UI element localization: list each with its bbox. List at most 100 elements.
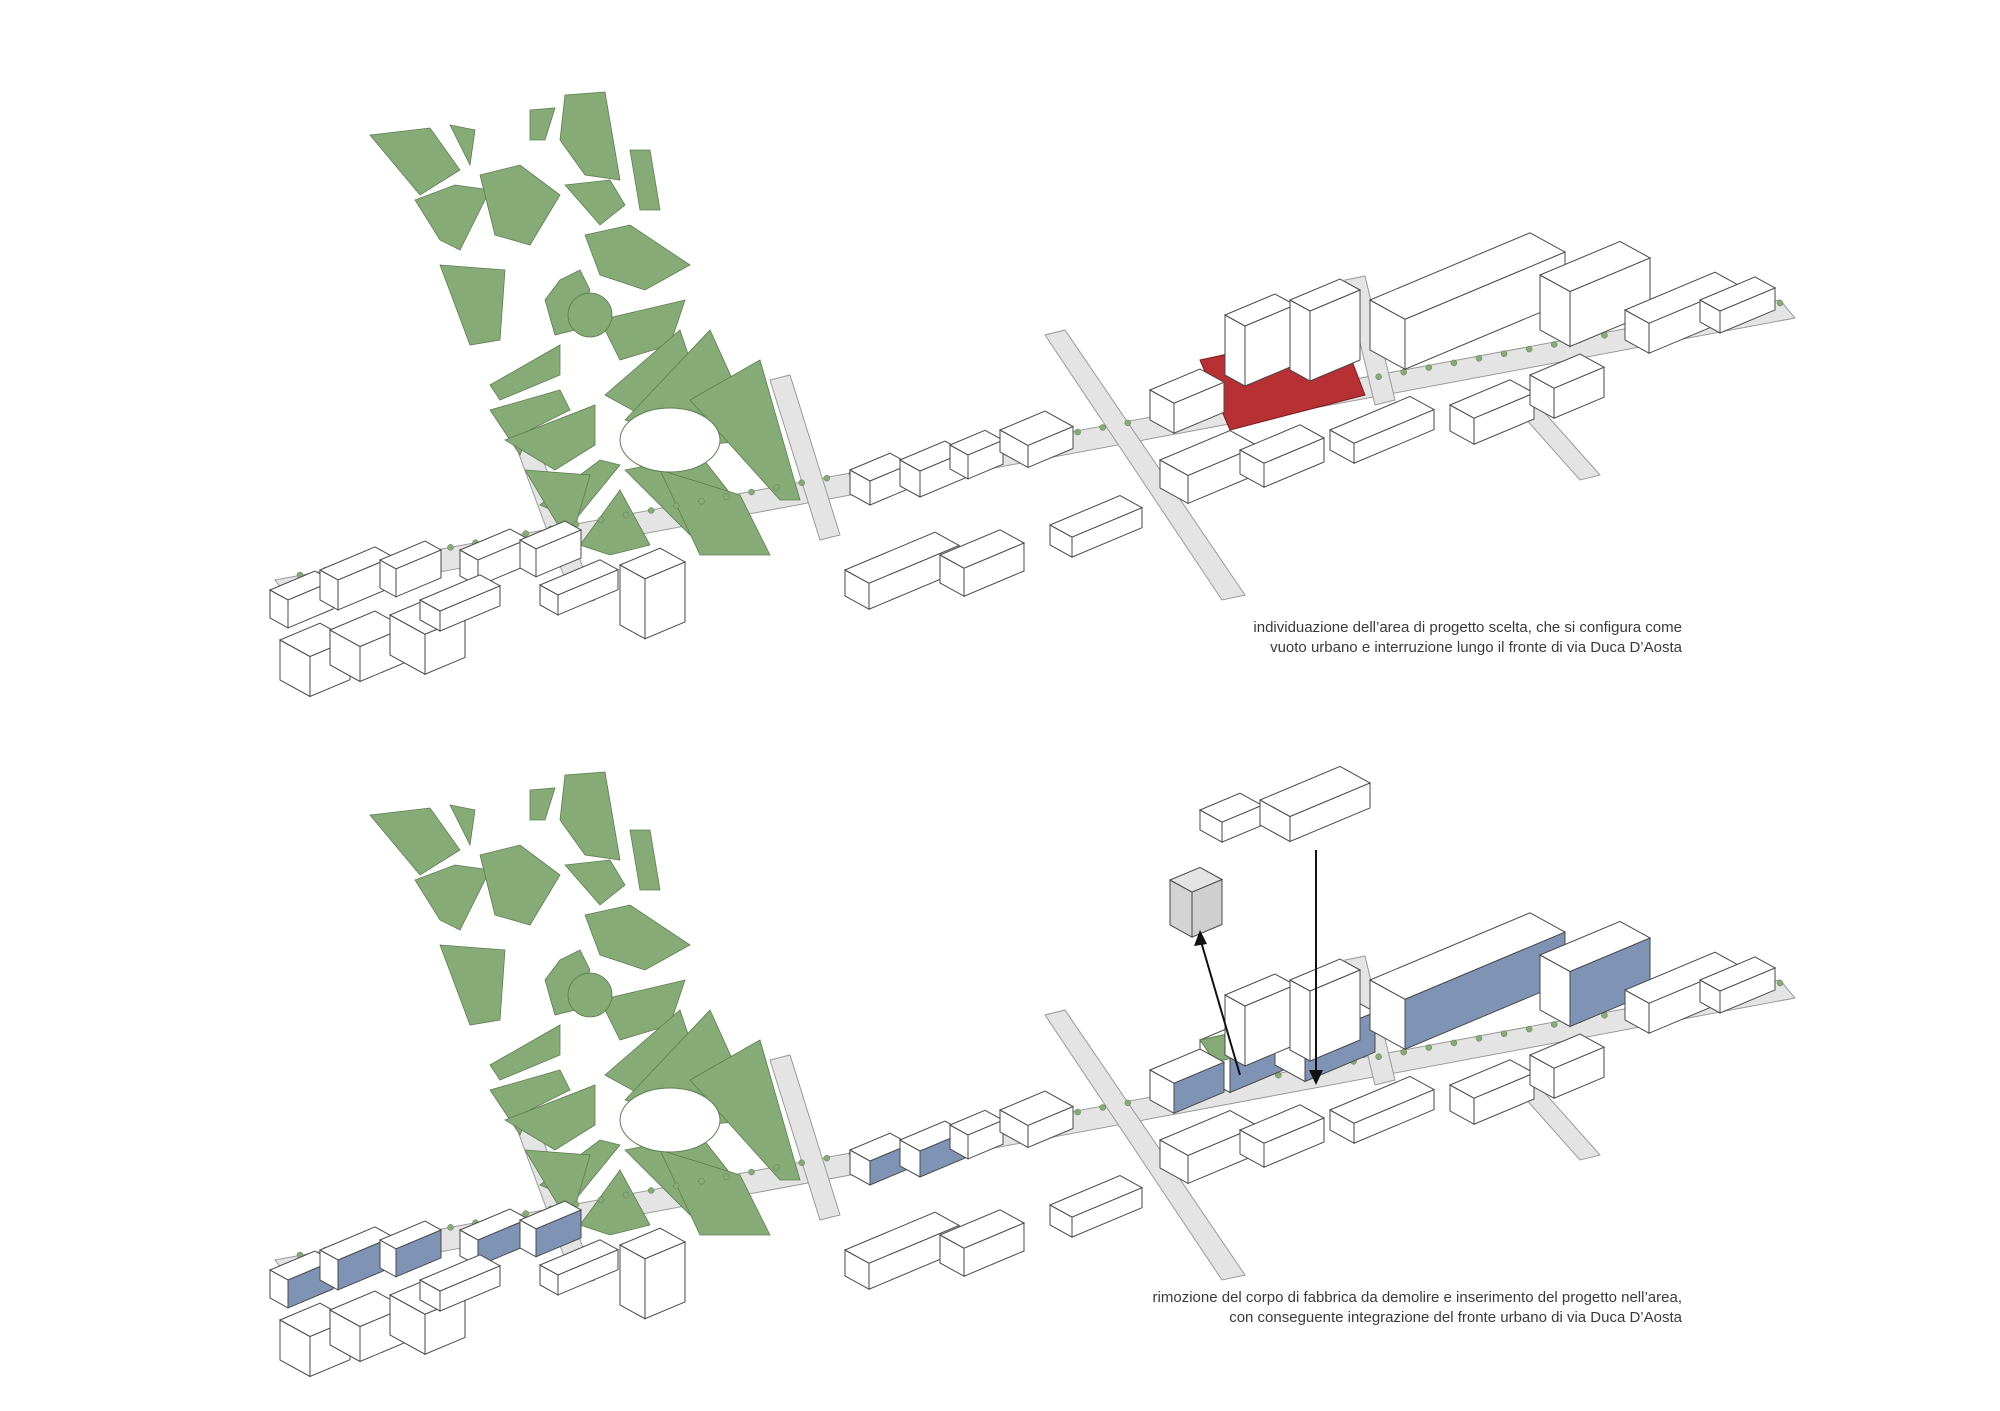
tree-icon — [773, 484, 780, 491]
inserted-block — [1198, 792, 1264, 843]
building — [1448, 379, 1536, 446]
park-roundabout — [619, 1087, 721, 1153]
tree-icon — [1074, 1108, 1081, 1116]
park-parcel — [504, 404, 596, 471]
caption-top: individuazione dell’area di progetto sce… — [782, 618, 1682, 658]
tree-icon — [1500, 350, 1508, 357]
building — [843, 1211, 961, 1291]
building-roof — [418, 574, 502, 612]
cross-street-park-east — [769, 374, 841, 541]
park-parcel — [629, 149, 661, 211]
building-roof — [1368, 232, 1567, 320]
building — [1368, 912, 1567, 1051]
building-side — [1224, 314, 1246, 387]
tree-icon — [1500, 1030, 1508, 1037]
park-parcel — [414, 864, 491, 931]
tree-icon — [1099, 424, 1106, 431]
tree-icon — [673, 1182, 680, 1190]
tree-icon — [748, 488, 755, 496]
building-roof — [1538, 920, 1652, 973]
building — [1328, 395, 1436, 465]
building — [1528, 353, 1606, 420]
building-roof — [1328, 395, 1436, 444]
building-roof — [1148, 368, 1226, 404]
building-roof — [1238, 1104, 1326, 1144]
tree-icon — [1124, 1099, 1132, 1107]
building — [378, 540, 443, 598]
building-roof — [1048, 1175, 1144, 1218]
building-roof — [1238, 424, 1326, 464]
panel-bottom — [268, 765, 1796, 1378]
tree-icon — [447, 1224, 454, 1231]
tree-icon — [1450, 359, 1458, 367]
park-parcel — [579, 1169, 651, 1236]
tree-icon — [1776, 979, 1784, 987]
tree-icon — [1074, 428, 1081, 436]
building-roof — [1328, 1075, 1436, 1124]
park-fountain-plot — [567, 292, 613, 338]
park-parcel — [559, 771, 621, 861]
tree-icon — [647, 1187, 655, 1194]
building-roof — [418, 1254, 502, 1292]
tree-icon — [698, 497, 705, 505]
park-parcel — [439, 944, 506, 1026]
tree-icon — [823, 1154, 831, 1162]
tree-icon — [723, 493, 730, 500]
building — [418, 574, 502, 632]
building-roof — [538, 1239, 620, 1276]
cross-street-center — [1044, 1009, 1246, 1281]
tree-icon — [1525, 345, 1533, 353]
building-roof — [1528, 353, 1606, 389]
park-parcel — [369, 127, 461, 196]
building-roof — [1288, 958, 1362, 992]
arrow-head-icon — [1194, 930, 1207, 946]
building — [938, 1209, 1026, 1278]
park-parcel — [579, 489, 651, 556]
tree-icon — [1550, 341, 1558, 348]
building-side — [1289, 299, 1311, 382]
tree-icon — [673, 502, 680, 510]
building — [1288, 958, 1362, 1062]
building-roof — [938, 1209, 1026, 1249]
inserted-block — [1258, 765, 1372, 843]
building — [1148, 1048, 1226, 1115]
building — [1048, 495, 1144, 558]
building — [1148, 368, 1226, 435]
building — [518, 520, 583, 578]
tree-icon — [1400, 1048, 1407, 1056]
building-roof — [1528, 1033, 1606, 1069]
building-roof — [1698, 956, 1777, 992]
caption-bottom-line-1: rimozione del corpo di fabbrica da demol… — [1152, 1289, 1682, 1306]
tree-icon — [622, 511, 630, 519]
building — [538, 1239, 620, 1296]
park-parcel — [659, 469, 771, 556]
building — [1328, 1075, 1436, 1145]
park — [369, 771, 801, 1236]
building — [1238, 424, 1326, 489]
building-roof — [538, 559, 620, 596]
building-roof — [618, 547, 687, 580]
tree-icon — [1124, 419, 1132, 427]
tree-icon — [723, 1173, 730, 1180]
caption-top-line-1: individuazione dell’area di progetto sce… — [1253, 619, 1682, 636]
building — [618, 547, 687, 640]
building — [318, 1226, 395, 1291]
tree-icon — [522, 1210, 530, 1217]
tree-icon — [773, 1164, 780, 1171]
tree-icon — [1375, 373, 1382, 381]
park-fountain-plot — [567, 972, 613, 1018]
building-roof — [998, 410, 1075, 446]
park-roundabout — [619, 407, 721, 473]
tree-icon — [1425, 1044, 1433, 1051]
tree-icon — [1425, 364, 1433, 371]
park-parcel — [584, 224, 691, 291]
tree-icon — [1475, 1035, 1483, 1042]
building — [938, 529, 1026, 598]
inserted-block-roof — [1258, 765, 1372, 818]
building — [458, 528, 530, 587]
building-roof — [843, 1211, 961, 1264]
building-roof — [378, 540, 443, 570]
park-parcel — [414, 184, 491, 251]
building — [998, 1090, 1075, 1149]
tree-icon — [647, 507, 655, 514]
